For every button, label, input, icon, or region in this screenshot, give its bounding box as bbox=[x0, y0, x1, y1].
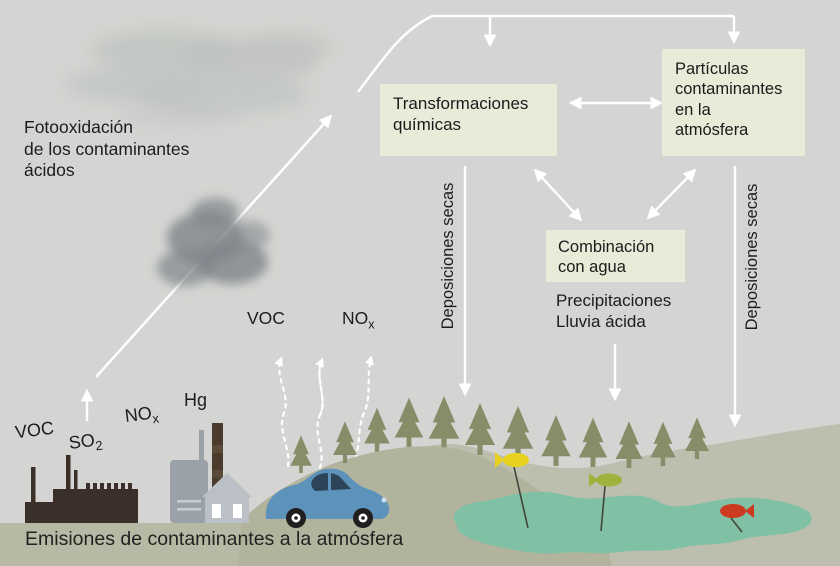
red-fish-icon bbox=[720, 504, 754, 533]
hg-factory-label: Hg bbox=[184, 390, 208, 410]
nox-factory-label: NOx bbox=[123, 402, 160, 427]
so2-factory-label: SO2 bbox=[67, 429, 104, 454]
emissions-caption: Emisiones de contaminantes a la atmósfer… bbox=[25, 528, 404, 550]
arrow-transformations-combination bbox=[533, 168, 583, 222]
tree-icon bbox=[290, 435, 312, 473]
plant-building-icon bbox=[170, 423, 223, 523]
arrow-particles-combination bbox=[646, 168, 697, 220]
photooxidation-label: Fotooxidación de los contaminantes ácido… bbox=[24, 117, 190, 181]
tree-icon bbox=[578, 417, 608, 467]
precipitation-label: Precipitaciones Lluvia ácida bbox=[556, 291, 672, 332]
nox-vehicle-label: NOx bbox=[342, 308, 375, 332]
factory-icon bbox=[25, 455, 138, 523]
fish-markers bbox=[495, 452, 754, 533]
yellow-fish-icon bbox=[495, 452, 529, 529]
dark-cloud-icon bbox=[157, 198, 270, 286]
tree-icon bbox=[428, 395, 460, 449]
lake bbox=[453, 491, 812, 554]
tree-icon bbox=[394, 397, 424, 447]
top-connector-line bbox=[357, 14, 734, 93]
combination-box: Combinación con agua bbox=[546, 230, 685, 282]
green-fish-icon bbox=[589, 473, 622, 532]
house-icon bbox=[202, 473, 252, 523]
particles-box: Partículas contaminantes en la atmósfera bbox=[662, 49, 805, 156]
exhaust-squiggle-arrows bbox=[274, 355, 374, 470]
car-icon bbox=[265, 468, 390, 528]
tree-icon bbox=[364, 407, 390, 452]
transformations-box: Transformaciones químicas bbox=[380, 84, 557, 156]
voc-vehicle-label: VOC bbox=[247, 308, 285, 328]
light-clouds-icon bbox=[65, 30, 335, 127]
dry-deposition-left-label: Deposiciones secas bbox=[439, 182, 457, 330]
voc-factory-label: VOC bbox=[13, 417, 56, 443]
flow-arrows bbox=[80, 14, 742, 428]
tree-icon bbox=[502, 405, 534, 459]
dry-deposition-right-label: Deposiciones secas bbox=[743, 183, 761, 331]
tree-icon bbox=[541, 415, 571, 466]
tree-icon bbox=[333, 421, 357, 463]
